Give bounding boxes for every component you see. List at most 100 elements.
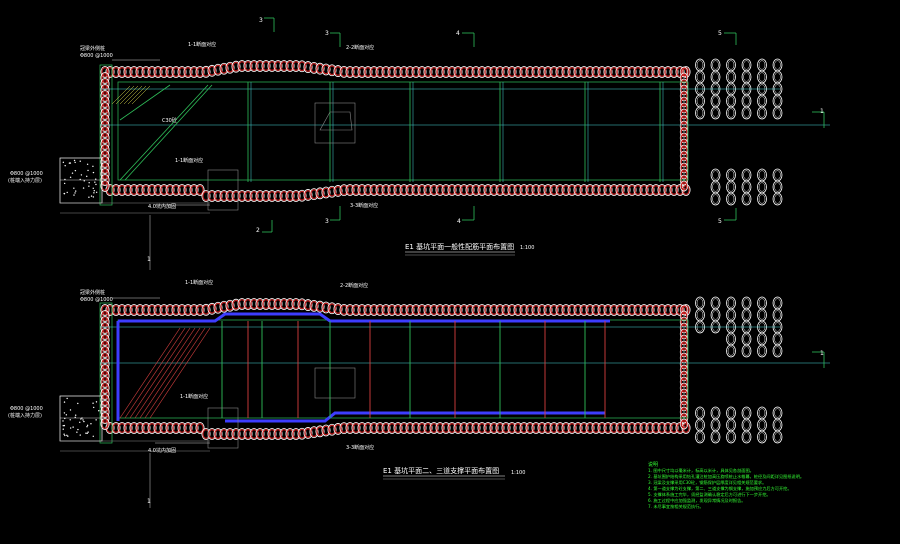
plan2-label-bottom: 4.0坑内加固 [148, 448, 176, 454]
pile-inner [744, 311, 750, 320]
pile-inner [775, 335, 781, 344]
soil-dot [69, 162, 70, 163]
soil-dot [92, 166, 93, 167]
soil-dot [88, 182, 89, 183]
pile-inner [759, 347, 765, 356]
end-block [208, 408, 238, 448]
soil-dot [92, 403, 93, 404]
pile-inner [697, 61, 703, 70]
plan1-label-top-mid: 1-1断面对应 [188, 42, 216, 48]
soil-dot [93, 436, 94, 437]
plan2-label-left-top2: Φ800 @1000 [80, 297, 113, 303]
soil-dot [63, 162, 64, 163]
plan1-label-left-mid-b: (桩端入持力层) [8, 178, 42, 184]
soil-dot [64, 425, 65, 426]
pile-inner [744, 97, 750, 106]
soil-dot [63, 428, 64, 429]
pile-inner [697, 311, 703, 320]
pile-inner [728, 97, 734, 106]
soil-dot [93, 188, 94, 189]
pile-inner [728, 347, 734, 356]
soil-dot [74, 192, 75, 193]
diag-strut [150, 328, 210, 418]
soil-dot [64, 193, 65, 194]
pile-inner [775, 409, 781, 418]
soil-dot [62, 420, 63, 421]
soil-dot [84, 180, 85, 181]
soil-dot [66, 435, 67, 436]
plan2-title: E1 基坑平面二、三道支撑平面布置图 [383, 466, 499, 476]
pile-inner [713, 183, 719, 192]
pile-inner [744, 299, 750, 308]
pile-inner [759, 409, 765, 418]
soil-dot [86, 176, 87, 177]
soil-dot [72, 172, 73, 173]
diag-strut [120, 85, 208, 180]
plan1-label-inner-a: C30砼 [162, 118, 177, 124]
soil-dot [80, 161, 81, 162]
pile-inner [728, 109, 734, 118]
pile-inner [744, 61, 750, 70]
pile-inner [713, 409, 719, 418]
section-marker: 3 [259, 17, 263, 24]
pile-inner [728, 171, 734, 180]
soil-dot [74, 162, 75, 163]
soil-dot [88, 185, 89, 186]
soil-dot [87, 164, 88, 165]
cap-beam-outline [118, 320, 688, 418]
soil-dot [85, 432, 86, 433]
pile-inner [775, 73, 781, 82]
soil-dot [93, 172, 94, 173]
soil-dot [95, 419, 96, 420]
pile-inner [713, 97, 719, 106]
soil-dot [75, 415, 76, 416]
pile-inner [775, 109, 781, 118]
plan1-label-bottom: 4.0坑内加固 [148, 204, 176, 210]
soil-dot [70, 427, 71, 428]
pile-inner [744, 195, 750, 204]
structure-box [315, 368, 355, 398]
plan2-label-left-top: 冠梁外侧桩 [80, 290, 105, 296]
pile-inner [744, 433, 750, 442]
diag-strut [140, 328, 200, 418]
pile-inner [759, 97, 765, 106]
pile-inner [744, 171, 750, 180]
diag-strut [125, 85, 212, 180]
section-marker: 1 [147, 256, 151, 263]
plan2-label-top-right: 2-2断面对应 [340, 283, 368, 289]
soil-dot [64, 412, 65, 413]
pile-inner [744, 183, 750, 192]
pile-inner [775, 347, 781, 356]
pile-inner [744, 409, 750, 418]
soil-dot [80, 418, 81, 419]
pile-inner [713, 73, 719, 82]
soil-dot [87, 431, 88, 432]
pile-inner [759, 171, 765, 180]
soil-dot [93, 196, 94, 197]
spacer [222, 254, 223, 255]
pile-inner [728, 183, 734, 192]
soil-dot [75, 170, 76, 171]
soil-dot [66, 414, 67, 415]
pile-inner [697, 421, 703, 430]
end-block [208, 170, 238, 210]
pile-inner [744, 421, 750, 430]
pile-inner [697, 409, 703, 418]
pile-inner [744, 109, 750, 118]
soil-dot [77, 429, 78, 430]
diag-strut [125, 328, 185, 418]
pile-inner [759, 335, 765, 344]
soil-dot [70, 409, 71, 410]
pile-inner [728, 421, 734, 430]
pile-inner [697, 73, 703, 82]
plan1-label-left-top2: Φ800 @1000 [80, 53, 113, 59]
soil-dot [66, 398, 67, 399]
soil-dot [64, 435, 65, 436]
section-marker: 5 [718, 30, 722, 37]
soil-dot [77, 403, 78, 404]
soil-dot [87, 170, 88, 171]
pile-inner [728, 335, 734, 344]
plan1-label-inner-b: 1-1断面对应 [175, 158, 203, 164]
pile-inner [775, 183, 781, 192]
pile-inner [775, 61, 781, 70]
